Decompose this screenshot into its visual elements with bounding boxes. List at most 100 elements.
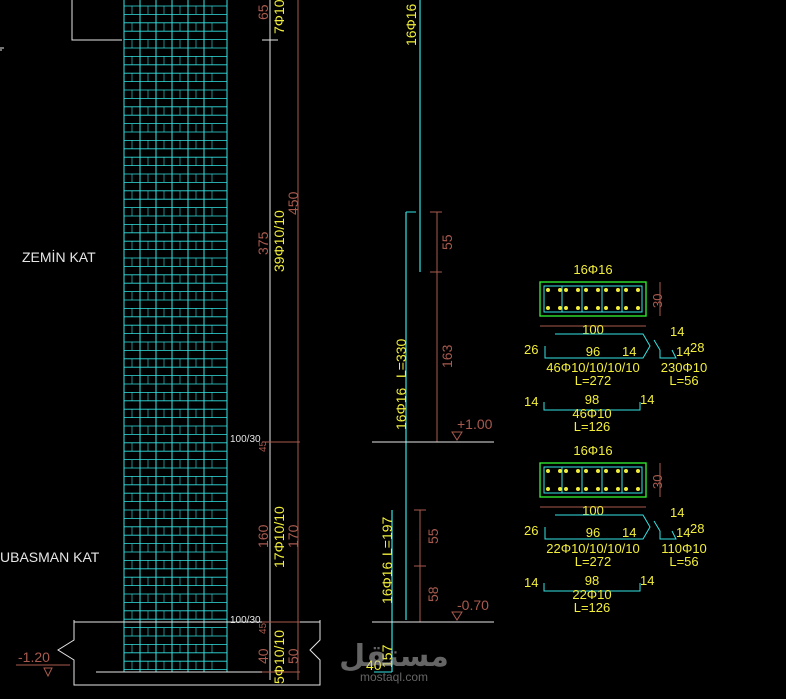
stirrup-mid: 96 — [586, 525, 600, 540]
long-bar-lower: 16Φ16 — [379, 561, 395, 604]
section-bar-dot — [564, 306, 568, 310]
tie-hook-b: 14 — [676, 344, 690, 359]
section-bar-dot — [596, 306, 600, 310]
bar-length: L=126 — [574, 419, 611, 434]
section-bar-dot — [564, 469, 568, 473]
long-bar-top-label: 16Φ16 — [403, 3, 419, 46]
section-bar-dot — [576, 469, 580, 473]
bar-shape — [543, 583, 641, 592]
section-bar-dot — [584, 487, 588, 491]
tie-length: L=56 — [669, 554, 698, 569]
section-bar-dot — [546, 288, 550, 292]
tie-length: L=56 — [669, 373, 698, 388]
long-bar-lap-upper: 55 — [439, 234, 455, 250]
section-bar-dot — [558, 306, 562, 310]
section-bar-dot — [576, 487, 580, 491]
watermark: مستقل mostaql.com — [339, 639, 449, 684]
section-bar-dot — [604, 288, 608, 292]
section-bar-dot — [584, 288, 588, 292]
bar-mid: 98 — [585, 573, 599, 588]
tie-lower-total: 170 — [285, 524, 301, 548]
bar-mid: 98 — [585, 392, 599, 407]
bar-leg-left: 14 — [524, 575, 538, 590]
tie-shape — [653, 520, 677, 540]
stirrup-hook: 26 — [524, 342, 538, 357]
section-bar-dot — [558, 288, 562, 292]
bar-length: L=126 — [574, 600, 611, 615]
tie-upper-dim: 375 — [255, 231, 271, 255]
tie-mid-small: 45 — [258, 440, 269, 452]
long-bar-lower-length: L=197 — [379, 516, 395, 556]
tie-hook-a: 14 — [670, 505, 684, 520]
stirrup-hook: 26 — [524, 523, 538, 538]
section-bar-dot — [596, 469, 600, 473]
stirrup-length: L=272 — [575, 373, 612, 388]
stirrup-shape — [544, 333, 651, 359]
section-bar-dot — [584, 469, 588, 473]
floor-label-basement: UBASMAN KAT — [0, 549, 100, 565]
level-upper-text: +1.00 — [457, 416, 493, 432]
tie-hook-a: 14 — [670, 324, 684, 339]
tie-bottom-dim-a: 40 — [255, 648, 271, 664]
tie-bottom-small: 45 — [258, 622, 269, 634]
bar-leg-right: 14 — [640, 392, 654, 407]
stirrup-label: 46Φ10/10/10/10 — [546, 360, 640, 375]
section-bar-dot — [616, 288, 620, 292]
stirrup-leg: 14 — [622, 525, 636, 540]
watermark-latin: mostaql.com — [360, 670, 428, 684]
long-bar-anchor-dim: 157 — [379, 644, 395, 668]
section-bar-dot — [624, 469, 628, 473]
section-outline — [539, 462, 647, 498]
section-bar-dot — [546, 306, 550, 310]
section-bars-label: 16Φ16 — [573, 443, 612, 458]
bar-leg-right: 14 — [640, 573, 654, 588]
level-left-text: -1.20 — [18, 649, 50, 665]
stirrup-length: L=272 — [575, 554, 612, 569]
tie-upper-label: 39Φ10/10 — [271, 210, 287, 272]
section-bar-dot — [576, 288, 580, 292]
section-bar-dot — [604, 306, 608, 310]
long-bar-upper-length: L=330 — [393, 338, 409, 378]
section-bar-dot — [604, 469, 608, 473]
section-bar-dot — [558, 487, 562, 491]
level-lower-text: -0.70 — [457, 597, 489, 613]
section-bar-dot — [596, 487, 600, 491]
section-depth: 30 — [650, 475, 665, 489]
section-bar-dot — [636, 288, 640, 292]
section-stirrup — [543, 466, 643, 494]
section-bar-dot — [564, 487, 568, 491]
section-stirrup — [543, 285, 643, 313]
section-bar-dot — [584, 306, 588, 310]
longitudinal-bars — [372, 0, 494, 673]
tie-label: 110Φ10 — [661, 541, 707, 556]
watermark-arabic: مستقل — [339, 639, 449, 674]
section-bar-dot — [564, 288, 568, 292]
stirrup-leg: 14 — [622, 344, 636, 359]
section-bar-dot — [604, 487, 608, 491]
tie-hook-c: 28 — [690, 340, 704, 355]
section-depth: 30 — [650, 294, 665, 308]
bar-label: 22Φ10 — [572, 587, 611, 602]
tie-mesh — [123, 0, 228, 672]
bar-shape — [543, 402, 641, 411]
section-width: 100 — [582, 322, 604, 337]
stirrup-shape — [544, 514, 651, 540]
section-outline — [539, 281, 647, 317]
section-width: 100 — [582, 503, 604, 518]
section-bar-dot — [636, 306, 640, 310]
long-bar-anchor-base: 40 — [366, 657, 382, 673]
beam-outline — [71, 0, 122, 41]
tie-dimension-chain — [262, 0, 300, 680]
long-bar-upper: 16Φ16 — [393, 387, 409, 430]
section-bar-dot — [636, 469, 640, 473]
tie-top-dim: 65 — [255, 4, 271, 20]
tie-mid-tag: 100/30 — [230, 434, 261, 445]
section-bar-dot — [624, 487, 628, 491]
floor-label-ground: ZEMİN KAT — [22, 248, 96, 265]
section-bars-label: 16Φ16 — [573, 262, 612, 277]
tie-lower-dim: 160 — [255, 524, 271, 548]
section-bar-dot — [636, 487, 640, 491]
column-elevation — [0, 0, 321, 686]
